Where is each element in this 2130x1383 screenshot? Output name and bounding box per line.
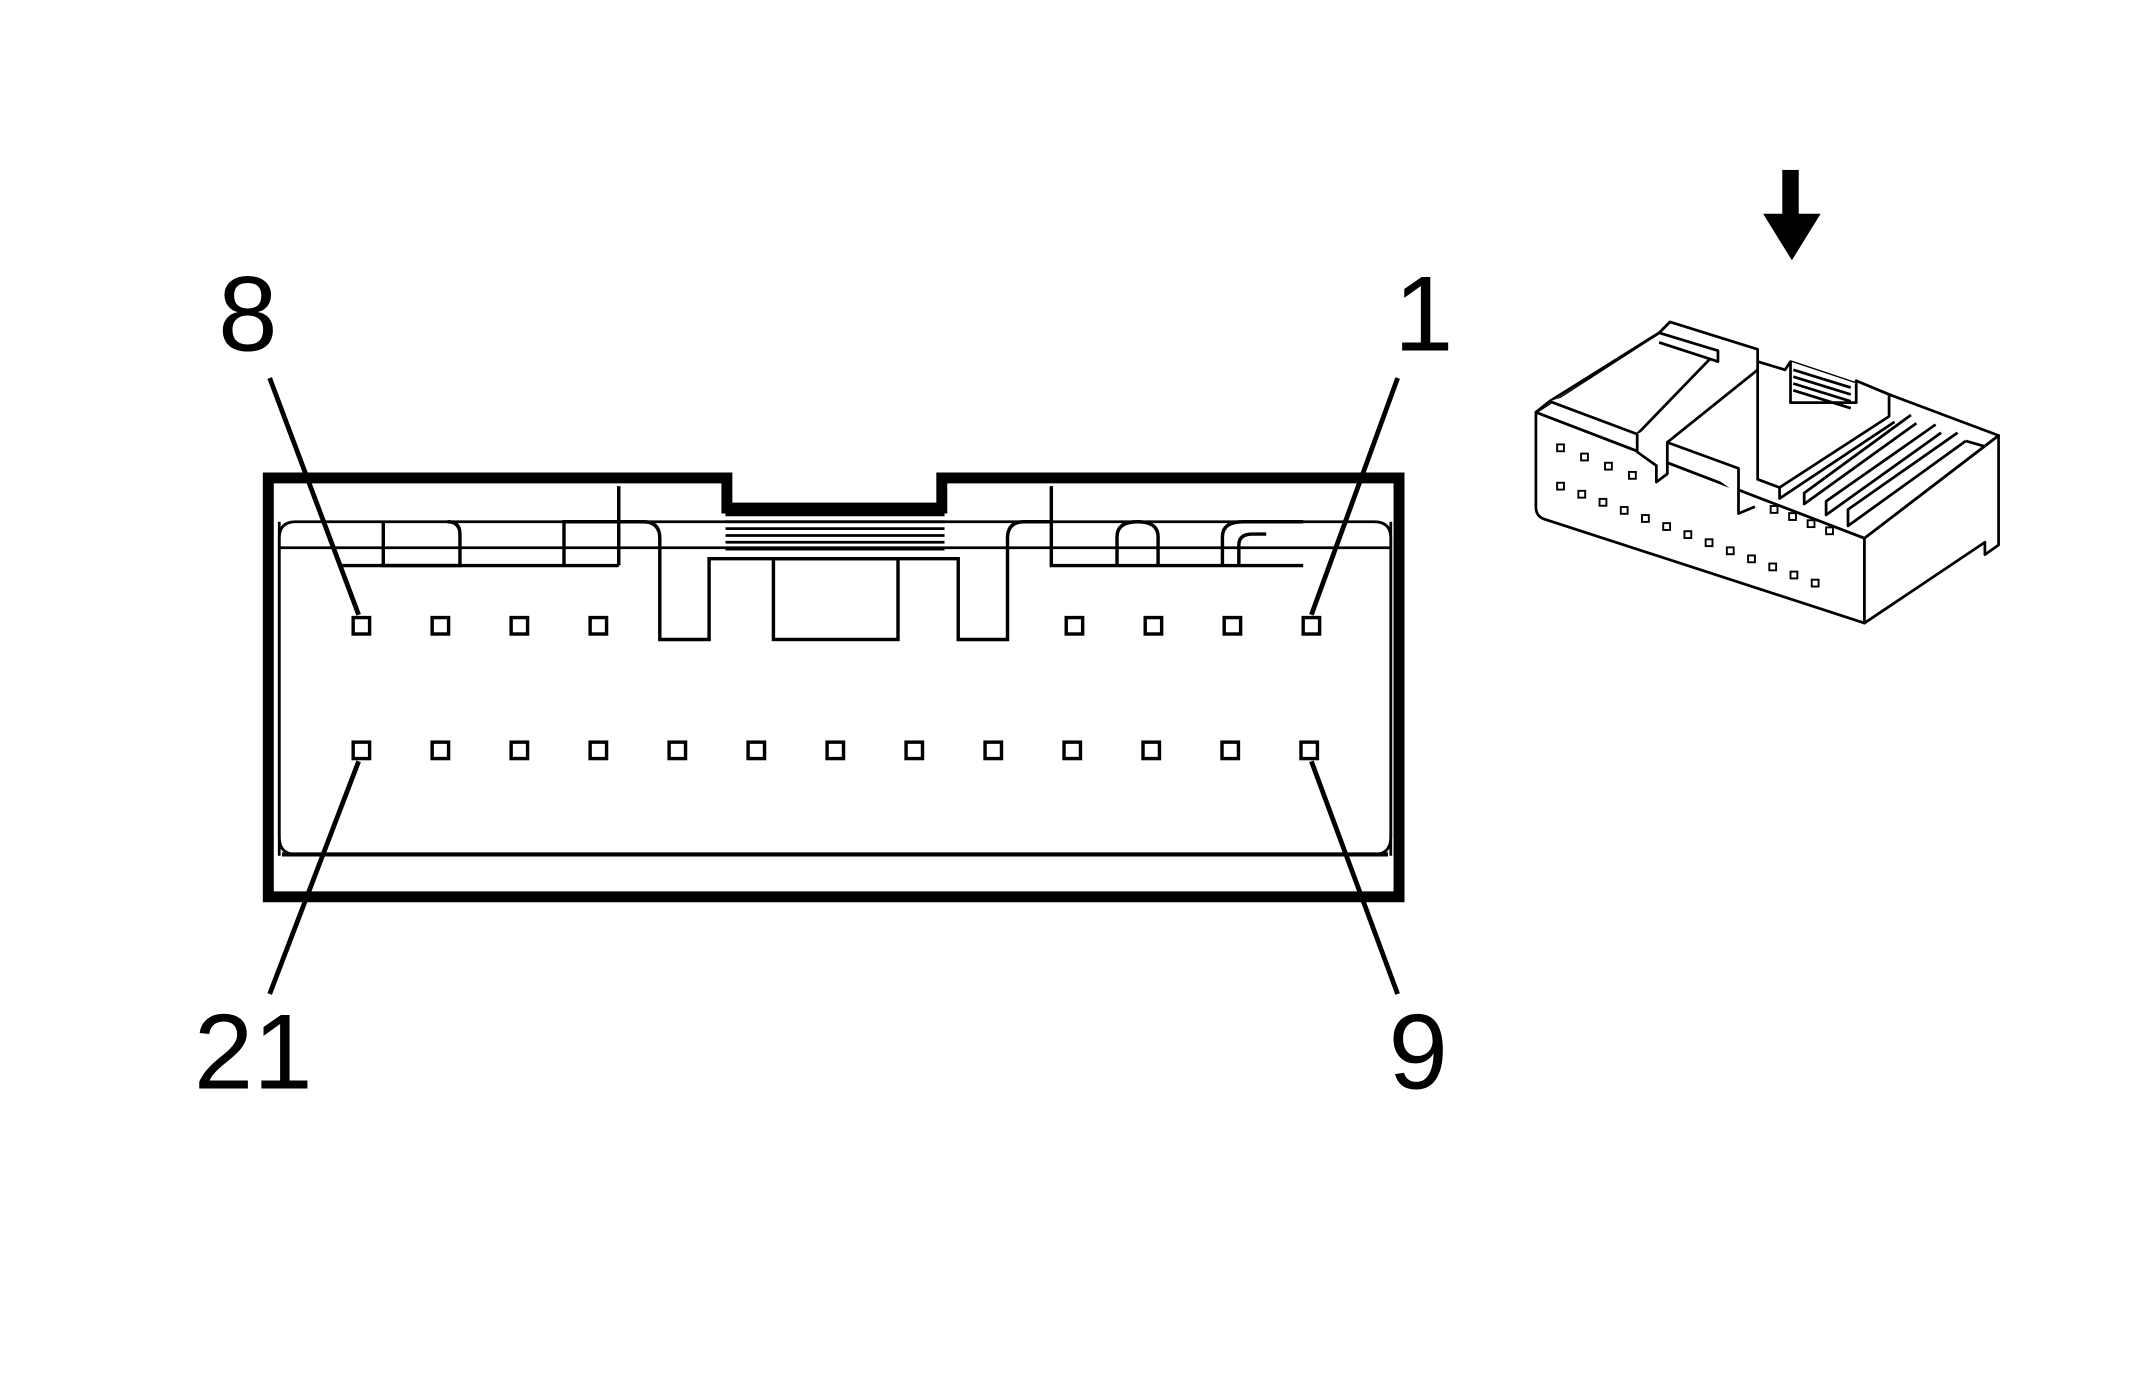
iso-pin-cavity bbox=[1825, 526, 1834, 536]
iso-pin-cavity bbox=[1806, 519, 1816, 529]
pin-cavity bbox=[1299, 740, 1320, 761]
pin-cavity bbox=[1062, 740, 1083, 761]
pin-cavity bbox=[1141, 740, 1162, 761]
pin-cavity bbox=[588, 615, 609, 636]
iso-pin-cavity bbox=[1788, 512, 1797, 521]
leader-pin-9 bbox=[1309, 760, 1400, 995]
down-arrow-icon bbox=[1763, 169, 1821, 261]
iso-pin-cavity bbox=[1628, 470, 1637, 480]
iso-pin-cavity bbox=[1619, 506, 1629, 515]
iso-pin-cavity bbox=[1556, 443, 1565, 453]
iso-pin-cavity bbox=[1580, 452, 1589, 462]
pin-cavity bbox=[746, 740, 767, 761]
housing-outline bbox=[262, 472, 1405, 903]
leader-pin-21 bbox=[267, 760, 361, 995]
iso-pin-cavity bbox=[1641, 514, 1650, 523]
iso-pin-cavity bbox=[1810, 578, 1820, 588]
pin-cavities bbox=[351, 615, 1322, 761]
pin-cavity bbox=[1143, 615, 1164, 636]
leader-pin-1 bbox=[1309, 377, 1400, 616]
pin-cavity bbox=[588, 740, 609, 761]
callout-pin-8: 8 bbox=[218, 254, 277, 374]
iso-pin-cavity bbox=[1556, 481, 1565, 491]
connector-isometric-view bbox=[1534, 320, 2000, 625]
pin-cavity bbox=[825, 740, 846, 761]
iso-pin-cavity bbox=[1789, 570, 1799, 580]
pin-cavity bbox=[904, 740, 925, 761]
pin-cavity bbox=[351, 615, 372, 636]
housing-inner-shell bbox=[277, 520, 1393, 856]
pin-cavity bbox=[667, 740, 688, 761]
iso-pin-cavity bbox=[1577, 489, 1587, 499]
iso-front-face bbox=[1534, 410, 1866, 625]
iso-pin-cavity bbox=[1598, 497, 1608, 507]
callout-leaders bbox=[267, 377, 1400, 995]
iso-pin-cavity bbox=[1704, 538, 1714, 548]
iso-pin-cavity bbox=[1662, 522, 1672, 531]
iso-pin-cavity bbox=[1747, 554, 1756, 564]
connector-face-view bbox=[262, 472, 1405, 903]
pin-cavity bbox=[983, 740, 1004, 761]
pin-cavity bbox=[1064, 615, 1085, 636]
leader-pin-8 bbox=[267, 377, 361, 616]
callout-pin-21: 21 bbox=[194, 991, 313, 1111]
pin-cavity bbox=[509, 740, 530, 761]
iso-pin-cavity bbox=[1725, 546, 1735, 556]
keying-features bbox=[342, 486, 1304, 642]
iso-pin-cavity bbox=[1683, 530, 1693, 540]
pin-cavity bbox=[430, 615, 451, 636]
latch-ribs bbox=[725, 513, 945, 551]
pin-cavity bbox=[1222, 615, 1243, 636]
pin-cavity bbox=[430, 740, 451, 761]
iso-pin-cavity bbox=[1604, 461, 1613, 471]
callout-pin-9: 9 bbox=[1388, 991, 1447, 1111]
pin-cavity bbox=[351, 740, 372, 761]
iso-pin-cavity bbox=[1768, 562, 1778, 572]
iso-pin-cavities bbox=[1556, 443, 1834, 588]
iso-pin-cavity bbox=[1769, 505, 1779, 514]
pin-cavity bbox=[1301, 615, 1322, 636]
callout-pin-1: 1 bbox=[1394, 254, 1453, 374]
pin-cavity bbox=[1220, 740, 1241, 761]
pin-cavity bbox=[509, 615, 530, 636]
